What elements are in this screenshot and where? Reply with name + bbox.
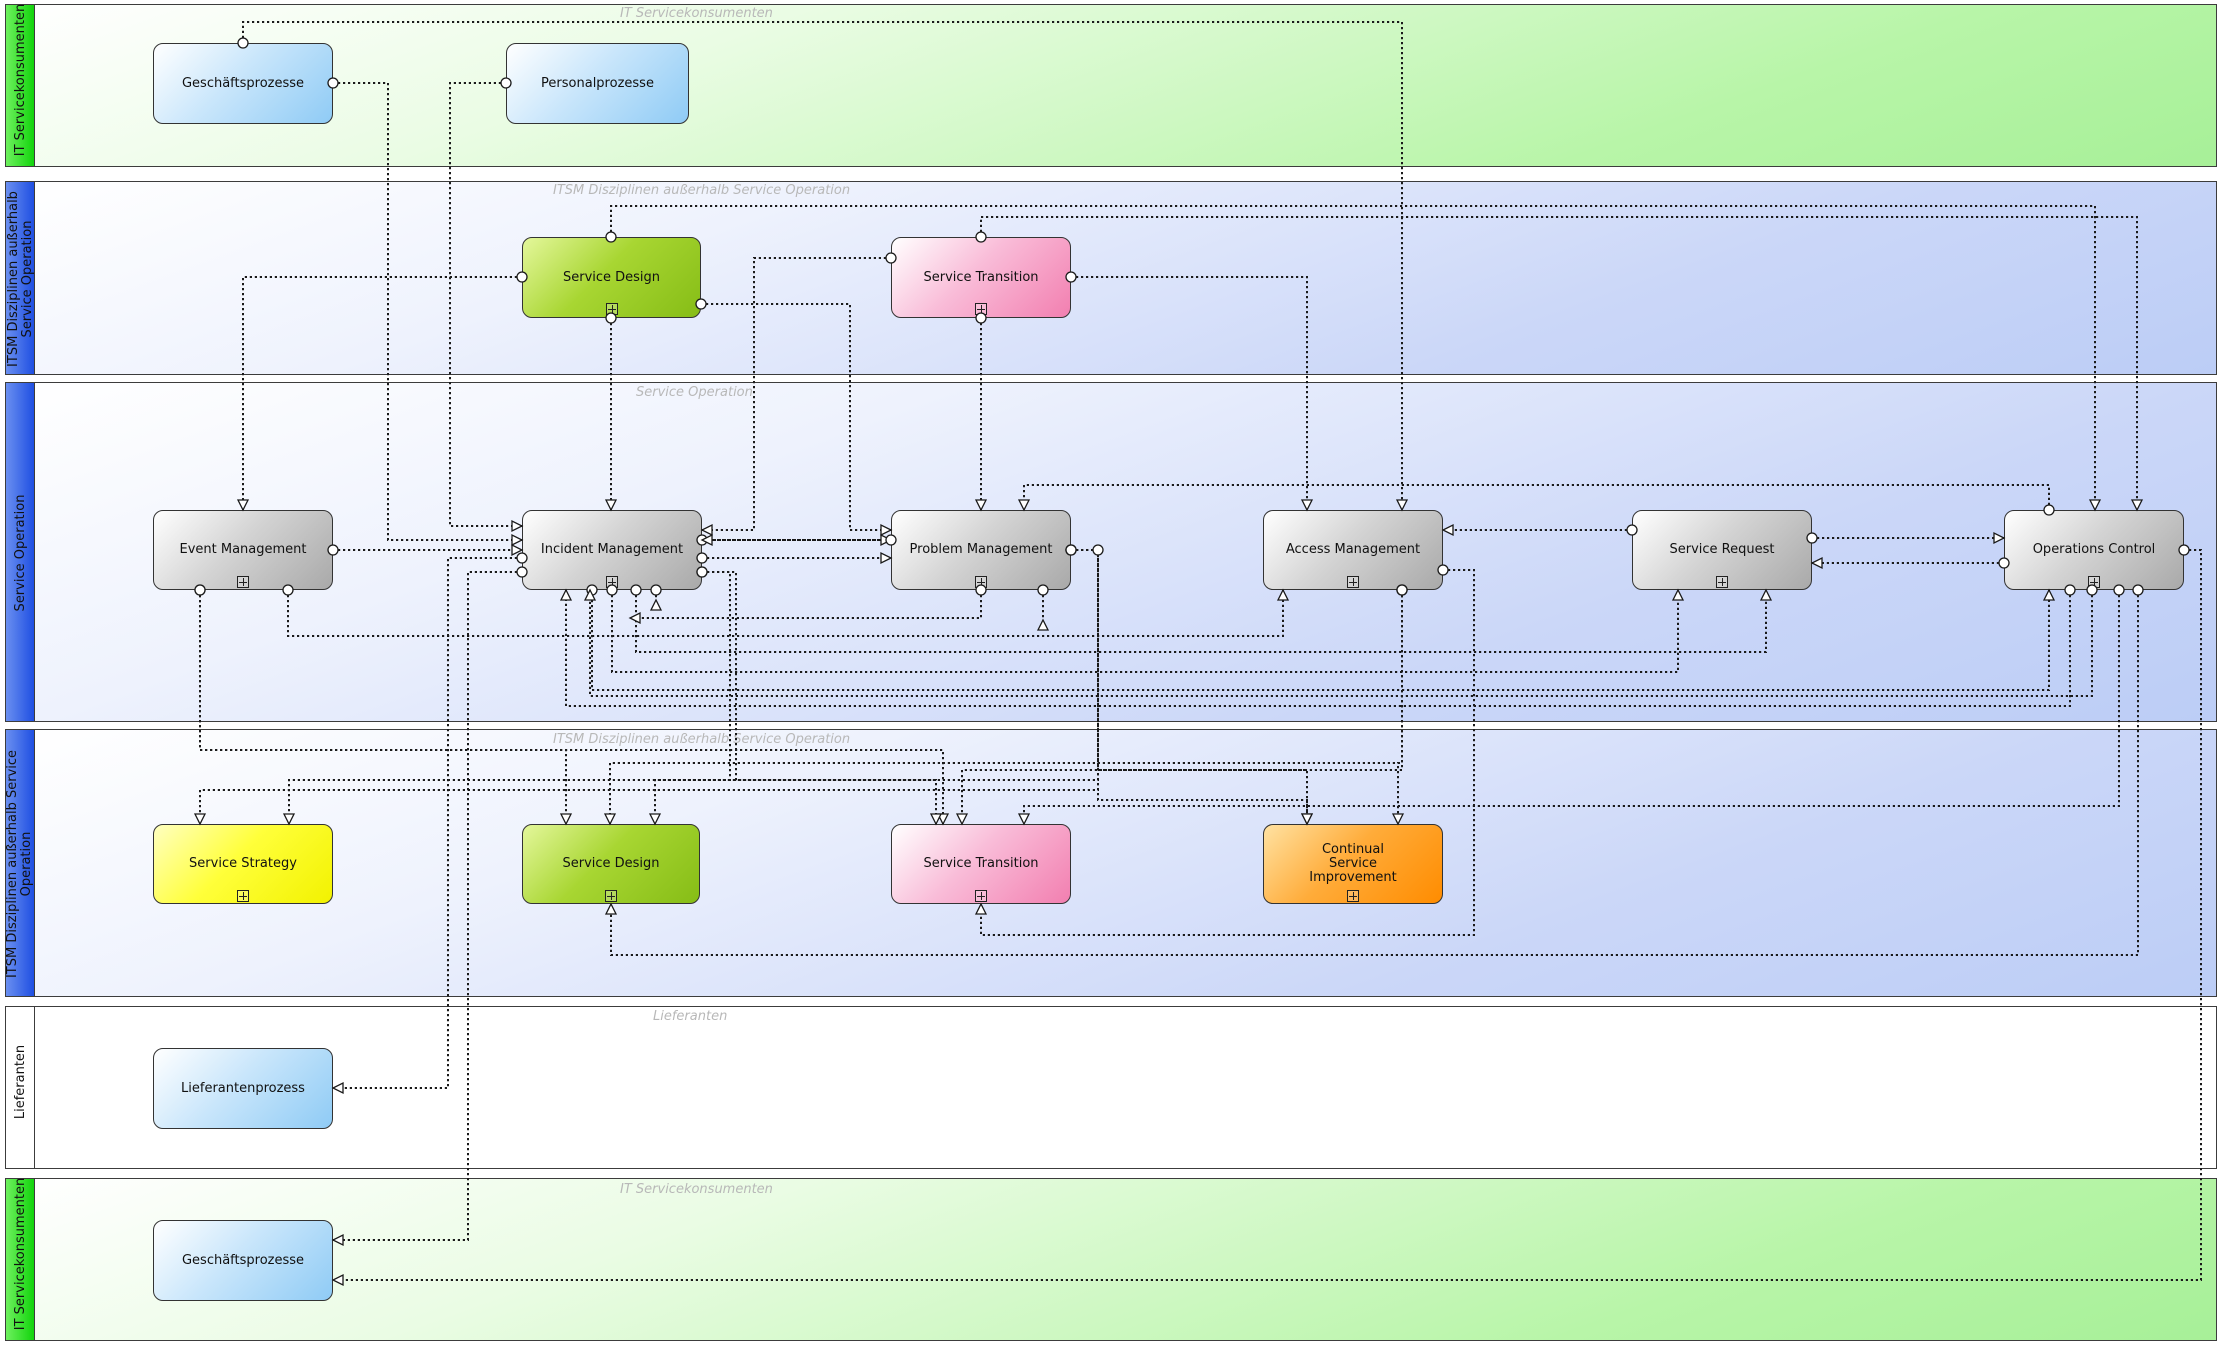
lane-header-it-servicekonsumenten-bottom: IT Servicekonsumenten [5, 1178, 35, 1341]
process-label: Event Management [179, 542, 307, 557]
plus-box-icon[interactable] [1347, 890, 1359, 902]
plus-box-icon[interactable] [605, 890, 617, 902]
process-service-design-bottom[interactable]: Service Design [522, 824, 700, 904]
lane-header-itsm-ausserhalb-bottom: ITSM Disziplinen außerhalb Service Opera… [5, 729, 35, 997]
process-lieferantenprozess[interactable]: Lieferantenprozess [153, 1048, 333, 1129]
process-label: Continual Service Improvement [1309, 842, 1397, 885]
plus-box-icon[interactable] [975, 303, 987, 315]
process-personalprozesse[interactable]: Personalprozesse [506, 43, 689, 124]
process-geschaeftsprozesse-bottom[interactable]: Geschäftsprozesse [153, 1220, 333, 1301]
process-label: Service Transition [923, 856, 1039, 871]
process-label: Geschäftsprozesse [181, 1252, 305, 1268]
plus-box-icon[interactable] [975, 890, 987, 902]
process-continual-service-improvement[interactable]: Continual Service Improvement [1263, 824, 1443, 904]
lane-label: ITSM Disziplinen außerhalb Service Opera… [6, 191, 35, 367]
lane-lieferanten [23, 1006, 2217, 1169]
process-label: Service Request [1669, 542, 1775, 557]
process-service-design-top[interactable]: Service Design [522, 237, 701, 318]
lane-header-itsm-ausserhalb-top: ITSM Disziplinen außerhalb Service Opera… [5, 181, 35, 375]
lane-label: IT Servicekonsumenten [13, 1177, 28, 1331]
process-label: Geschäftsprozesse [181, 75, 305, 91]
plus-box-icon[interactable] [2088, 576, 2100, 588]
lane-label: IT Servicekonsumenten [13, 3, 28, 157]
lane-header-it-servicekonsumenten-top: IT Servicekonsumenten [5, 4, 35, 167]
lane-itsm-ausserhalb-bottom [23, 729, 2217, 997]
process-service-request[interactable]: Service Request [1632, 510, 1812, 590]
lane-label: Lieferanten [13, 1044, 28, 1120]
process-geschaeftsprozesse-top[interactable]: Geschäftsprozesse [153, 43, 333, 124]
plus-box-icon[interactable] [606, 303, 618, 315]
process-label: Personalprozesse [541, 75, 654, 91]
process-service-transition-bottom[interactable]: Service Transition [891, 824, 1071, 904]
plus-box-icon[interactable] [237, 576, 249, 588]
process-label: Service Design [562, 856, 660, 871]
lane-header-service-operation: Service Operation [5, 382, 35, 722]
process-label: Service Transition [923, 269, 1039, 285]
process-operations-control[interactable]: Operations Control [2004, 510, 2184, 590]
lane-watermark: IT Servicekonsumenten [620, 6, 773, 21]
process-label: Operations Control [2032, 542, 2156, 557]
process-problem-management[interactable]: Problem Management [891, 510, 1071, 590]
process-event-management[interactable]: Event Management [153, 510, 333, 590]
lane-watermark: Lieferanten [653, 1009, 728, 1024]
lane-watermark: ITSM Disziplinen außerhalb Service Opera… [553, 732, 851, 747]
process-label: Incident Management [540, 542, 684, 557]
process-access-management[interactable]: Access Management [1263, 510, 1443, 590]
plus-box-icon[interactable] [1716, 576, 1728, 588]
process-incident-management[interactable]: Incident Management [522, 510, 702, 590]
lane-watermark: ITSM Disziplinen außerhalb Service Opera… [553, 183, 851, 198]
process-service-strategy[interactable]: Service Strategy [153, 824, 333, 904]
lane-label: ITSM Disziplinen außerhalb Service Opera… [5, 749, 34, 979]
process-label: Problem Management [909, 542, 1053, 557]
lane-header-lieferanten: Lieferanten [5, 1006, 35, 1169]
lane-watermark: IT Servicekonsumenten [620, 1182, 773, 1197]
lane-label: Service Operation [13, 494, 28, 612]
lane-it-servicekonsumenten-top [23, 4, 2217, 167]
plus-box-icon[interactable] [975, 576, 987, 588]
process-label: Lieferantenprozess [181, 1080, 305, 1096]
lane-service-operation [23, 382, 2217, 722]
lane-watermark: Service Operation [636, 385, 753, 400]
process-service-transition-top[interactable]: Service Transition [891, 237, 1071, 318]
plus-box-icon[interactable] [1347, 576, 1359, 588]
lane-itsm-ausserhalb-top [23, 181, 2217, 375]
process-label: Service Strategy [189, 856, 297, 871]
process-label: Access Management [1285, 542, 1421, 557]
process-label: Service Design [562, 269, 661, 285]
lane-it-servicekonsumenten-bottom [23, 1178, 2217, 1341]
plus-box-icon[interactable] [606, 576, 618, 588]
plus-box-icon[interactable] [237, 890, 249, 902]
